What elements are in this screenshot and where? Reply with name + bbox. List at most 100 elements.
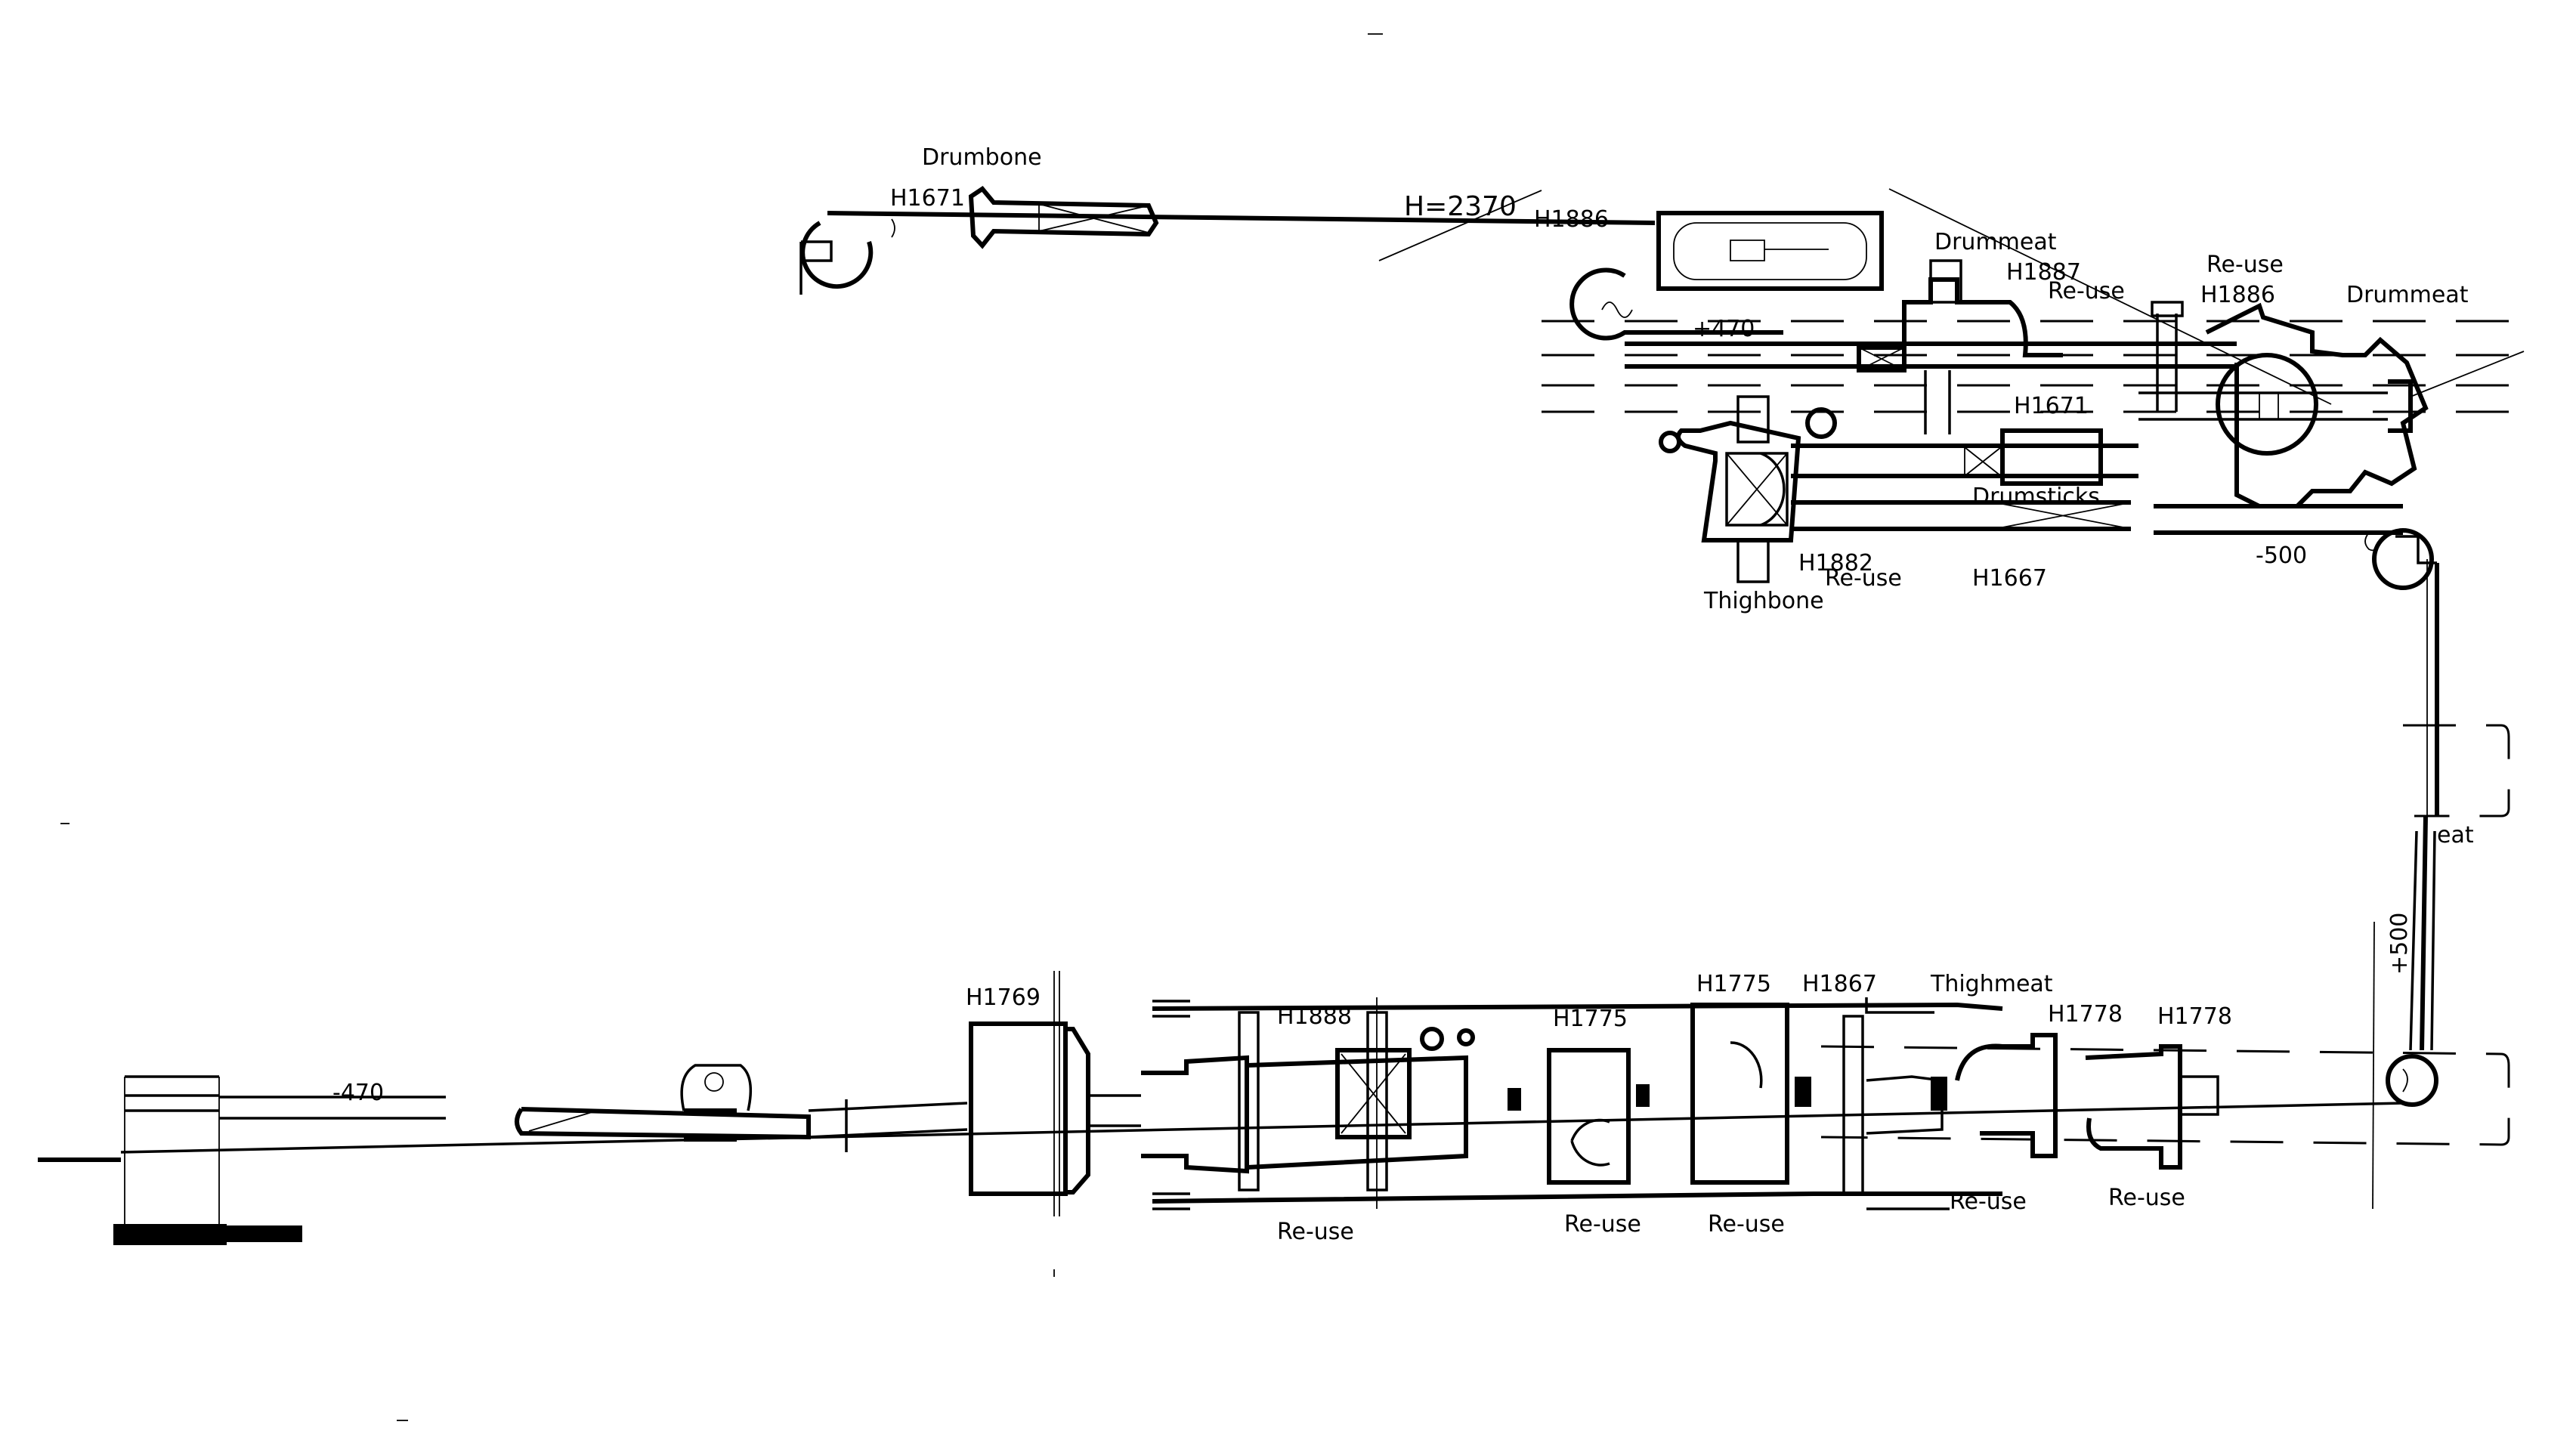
bottom-right-pulley [2386,1054,2438,1107]
label-h1775-b: H1775 [1696,971,1771,997]
label-h1671-mid: H1671 [2014,393,2089,419]
thighbone-knob [1805,407,1837,439]
tapered-shaft-diagonal [528,1110,598,1132]
h1867-stand [1842,1015,1864,1195]
upper-shaft [1625,342,2237,369]
gearbox [1335,1048,1412,1139]
gearbox-knob [1420,1027,1444,1051]
h1775-b-arc [1730,1041,1763,1089]
h1769-endcap [1065,1027,1090,1195]
drumbone-bracket [799,240,833,295]
label-h1667: H1667 [1972,565,2047,592]
label-minus500: -500 [2256,542,2307,569]
lower-right-shaft [2154,504,2403,535]
label-plus470: +470 [1693,316,1755,342]
stepped-housing [1141,1055,1249,1174]
label-drummeat-1: Drummeat [1934,229,2057,255]
label-thighbone: Thighbone [1703,588,1824,614]
h1886-frame [1656,211,1884,291]
drummeat-shaft [2138,391,2388,421]
h1769-output-shaft [1088,1094,1141,1127]
label-reuse-top-1: Re-use [2048,278,2125,304]
height-dimension-slash [1378,190,1542,261]
drumsticks-shaft [1791,500,2131,531]
bearing-block-hole [704,1072,724,1092]
label-reuse-mid: Re-use [1825,565,1902,592]
h1886-pulley-mark [1601,301,1633,318]
thighmeat-arms [1865,997,1950,1210]
upper-coupling-cross [1858,347,1905,371]
middle-coupling-cross [1964,447,2002,477]
right-riser [2372,724,2510,1210]
left-stub-rails [125,1075,219,1241]
h1886-pulley [1569,267,1783,341]
label-h1888: H1888 [1277,1003,1352,1030]
h1886-core [1730,240,1829,261]
h1887-stem [1924,370,1951,434]
connecting-shaft [808,1102,968,1139]
label-reuse-top-2: Re-use [2206,252,2284,278]
drumbone-pulley [800,221,874,289]
drummeat-gear-circle [2216,353,2318,456]
drumsticks-cross [1994,502,2132,530]
h1888-stand-1 [1238,1011,1260,1191]
h1888-sleeve [1246,1055,1468,1170]
h1775-block-b [1690,1003,1789,1185]
h1778-b-shaft-end [2180,1075,2219,1116]
coupling-3 [1795,1077,1811,1107]
h1775-a-arc [1570,1118,1610,1167]
left-stub-base-ext [227,1225,302,1242]
label-reuse-bottom-1: Re-use [1277,1219,1354,1245]
reuse-stem-cap [2151,301,2184,317]
riser-dashed-box [2403,724,2510,817]
label-drummeat-2: Drummeat [2346,282,2469,308]
riser-sleeve [2409,830,2436,1051]
h1769-centre-marks [1053,971,1060,1216]
thighbone-housing [1676,420,1801,542]
frame-top-rail [1152,1002,2003,1011]
drummeat-end-cap [2388,379,2413,433]
drumbone-body [968,186,1159,249]
label-h1867: H1867 [1802,971,1877,997]
lower-right-pulley [2372,528,2434,590]
h1778-body-b [2085,1044,2182,1170]
drummeat-assembly [1542,188,2525,816]
label-h1671-top: H1671 [890,185,965,212]
thighbone-block [1725,452,1789,527]
thighbone-arc [1760,452,1786,527]
thighbone-top-stem [1736,395,1770,444]
drummeat-diagonal-leader [1888,188,2332,405]
drumbone-shaft-line [827,211,1656,225]
label-reuse-bottom-5: Re-use [2108,1185,2185,1211]
h1671-box [2000,428,2103,486]
coupling-2 [1636,1084,1650,1107]
h1887-cap [1929,259,1962,304]
minus470-shaft [219,1096,446,1120]
tapered-shaft [515,1107,811,1140]
gearbox-cross [1341,1053,1406,1134]
h1886-inner [1673,222,1867,280]
middle-coupling [1964,447,2002,477]
gearbox-knob-2 [1457,1028,1475,1046]
label-plus500: +500 [2386,913,2413,975]
frame-bottom-rail [1152,1191,2002,1204]
riser-guide [2372,921,2375,1210]
label-minus470: -470 [332,1080,384,1106]
bottom-dashed-envelope [1820,1045,2510,1146]
label-h1775-a: H1775 [1553,1006,1628,1032]
coupling-4 [1931,1077,1947,1111]
riser-line [2420,815,2428,1051]
label-height-2370: H=2370 [1404,191,1517,222]
h1775-block-a [1547,1048,1631,1185]
drumbone-assembly [799,186,1656,295]
h1778-body-a [1955,1033,2058,1158]
frame-rail-ends [1152,1000,1190,1210]
label-reuse-bottom-3: Re-use [1708,1211,1785,1238]
label-h1887: H1887 [2006,259,2081,286]
drumbone-hook [891,218,895,238]
label-reuse-bottom-2: Re-use [1564,1211,1641,1238]
scan-specks [60,33,1383,1421]
label-h1886-left: H1886 [1534,206,1609,233]
